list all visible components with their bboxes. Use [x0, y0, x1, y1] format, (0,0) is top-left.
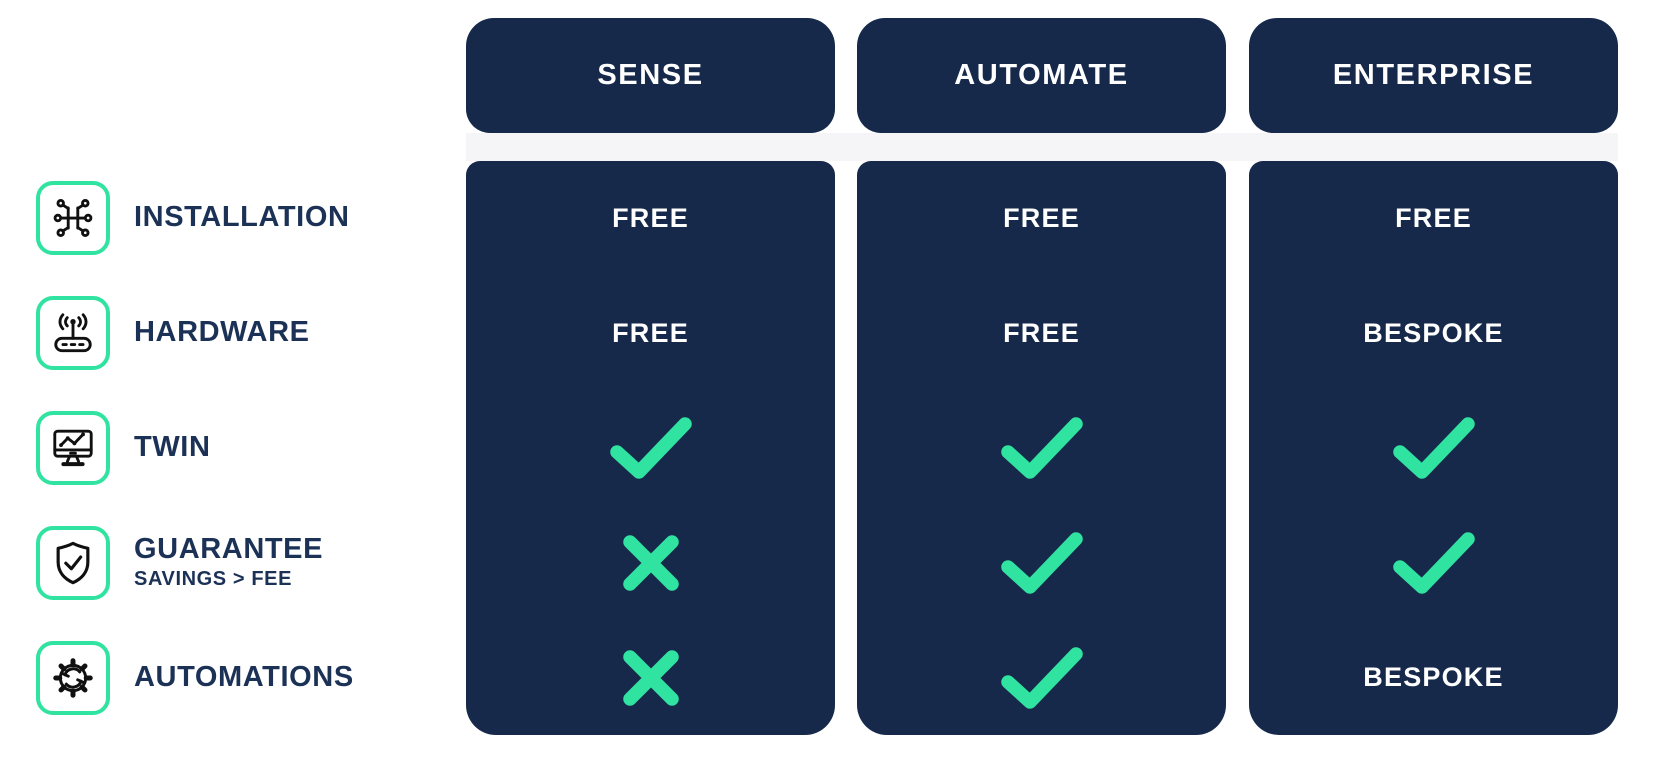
check-icon — [999, 417, 1085, 479]
plan-cell-automate-installation: FREE — [857, 161, 1226, 276]
feature-icon-box — [36, 525, 110, 600]
plan-cell-value: BESPOKE — [1363, 662, 1504, 693]
plan-cell-value: FREE — [1003, 317, 1080, 348]
feature-row-automations: AUTOMATIONS — [36, 620, 436, 735]
router-antenna-icon — [50, 310, 96, 356]
plan-cell-sense-installation: FREE — [466, 161, 835, 276]
plan-cell-sense-hardware: FREE — [466, 276, 835, 391]
feature-row-twin: TWIN — [36, 390, 436, 505]
feature-row-hardware: HARDWARE — [36, 275, 436, 390]
plan-name: AUTOMATE — [954, 59, 1129, 91]
check-icon — [1391, 532, 1477, 594]
shield-check-icon — [50, 540, 96, 586]
check-icon — [999, 532, 1085, 594]
feature-text: INSTALLATION — [134, 201, 350, 234]
feature-icon-box — [36, 640, 110, 715]
circuit-nodes-icon — [50, 195, 96, 241]
plan-cell-enterprise-hardware: BESPOKE — [1249, 276, 1618, 391]
plan-cell-value: FREE — [1395, 202, 1472, 233]
separator-band — [466, 133, 1618, 161]
plan-cell-value: FREE — [612, 317, 689, 348]
plan-cell-sense-twin — [466, 391, 835, 506]
plan-header-sense: SENSE — [466, 18, 835, 133]
feature-label: HARDWARE — [134, 315, 310, 348]
plan-cell-enterprise-twin — [1249, 391, 1618, 506]
plan-body-automate: FREE FREE — [857, 161, 1226, 735]
plan-cell-automate-hardware: FREE — [857, 276, 1226, 391]
feature-icon-box — [36, 180, 110, 255]
check-icon — [608, 417, 694, 479]
plan-cell-sense-automations — [466, 620, 835, 735]
feature-sublabel: SAVINGS > FEE — [134, 567, 293, 590]
plan-cell-value: BESPOKE — [1363, 317, 1504, 348]
check-icon — [1391, 417, 1477, 479]
feature-label: TWIN — [134, 430, 211, 463]
cross-icon — [621, 648, 681, 708]
plan-cell-enterprise-automations: BESPOKE — [1249, 620, 1618, 735]
feature-icon-box — [36, 410, 110, 485]
monitor-chart-icon — [50, 425, 96, 471]
plan-header-enterprise: ENTERPRISE — [1249, 18, 1618, 133]
feature-label: GUARANTEE — [134, 533, 324, 566]
plan-cell-enterprise-guarantee — [1249, 505, 1618, 620]
plan-name: SENSE — [597, 59, 704, 91]
plan-body-sense: FREE FREE — [466, 161, 835, 735]
check-icon — [999, 646, 1085, 709]
plan-column-automate: AUTOMATE FREE FREE — [857, 0, 1226, 774]
plan-cell-value: FREE — [1003, 202, 1080, 233]
gear-sync-icon — [50, 655, 96, 701]
plan-cell-sense-guarantee — [466, 505, 835, 620]
feature-text: HARDWARE — [134, 316, 310, 349]
plan-cell-automate-guarantee — [857, 505, 1226, 620]
feature-text: AUTOMATIONS — [134, 661, 354, 694]
plan-column-sense: SENSE FREE FREE — [466, 0, 835, 774]
plan-column-enterprise: ENTERPRISE FREE BESPOKE BESPOKE — [1249, 0, 1618, 774]
feature-icon-box — [36, 295, 110, 370]
plan-header-automate: AUTOMATE — [857, 18, 1226, 133]
plan-name: ENTERPRISE — [1332, 59, 1535, 91]
feature-label: AUTOMATIONS — [134, 660, 354, 693]
feature-label: INSTALLATION — [134, 200, 350, 233]
feature-text: TWIN — [134, 431, 211, 464]
plan-cell-automate-automations — [857, 620, 1226, 735]
plan-cell-enterprise-installation: FREE — [1249, 161, 1618, 276]
plan-cell-automate-twin — [857, 391, 1226, 506]
feature-row-installation: INSTALLATION — [36, 160, 436, 275]
plan-cell-value: FREE — [612, 202, 689, 233]
plan-body-enterprise: FREE BESPOKE BESPOKE — [1249, 161, 1618, 735]
cross-icon — [621, 533, 681, 593]
